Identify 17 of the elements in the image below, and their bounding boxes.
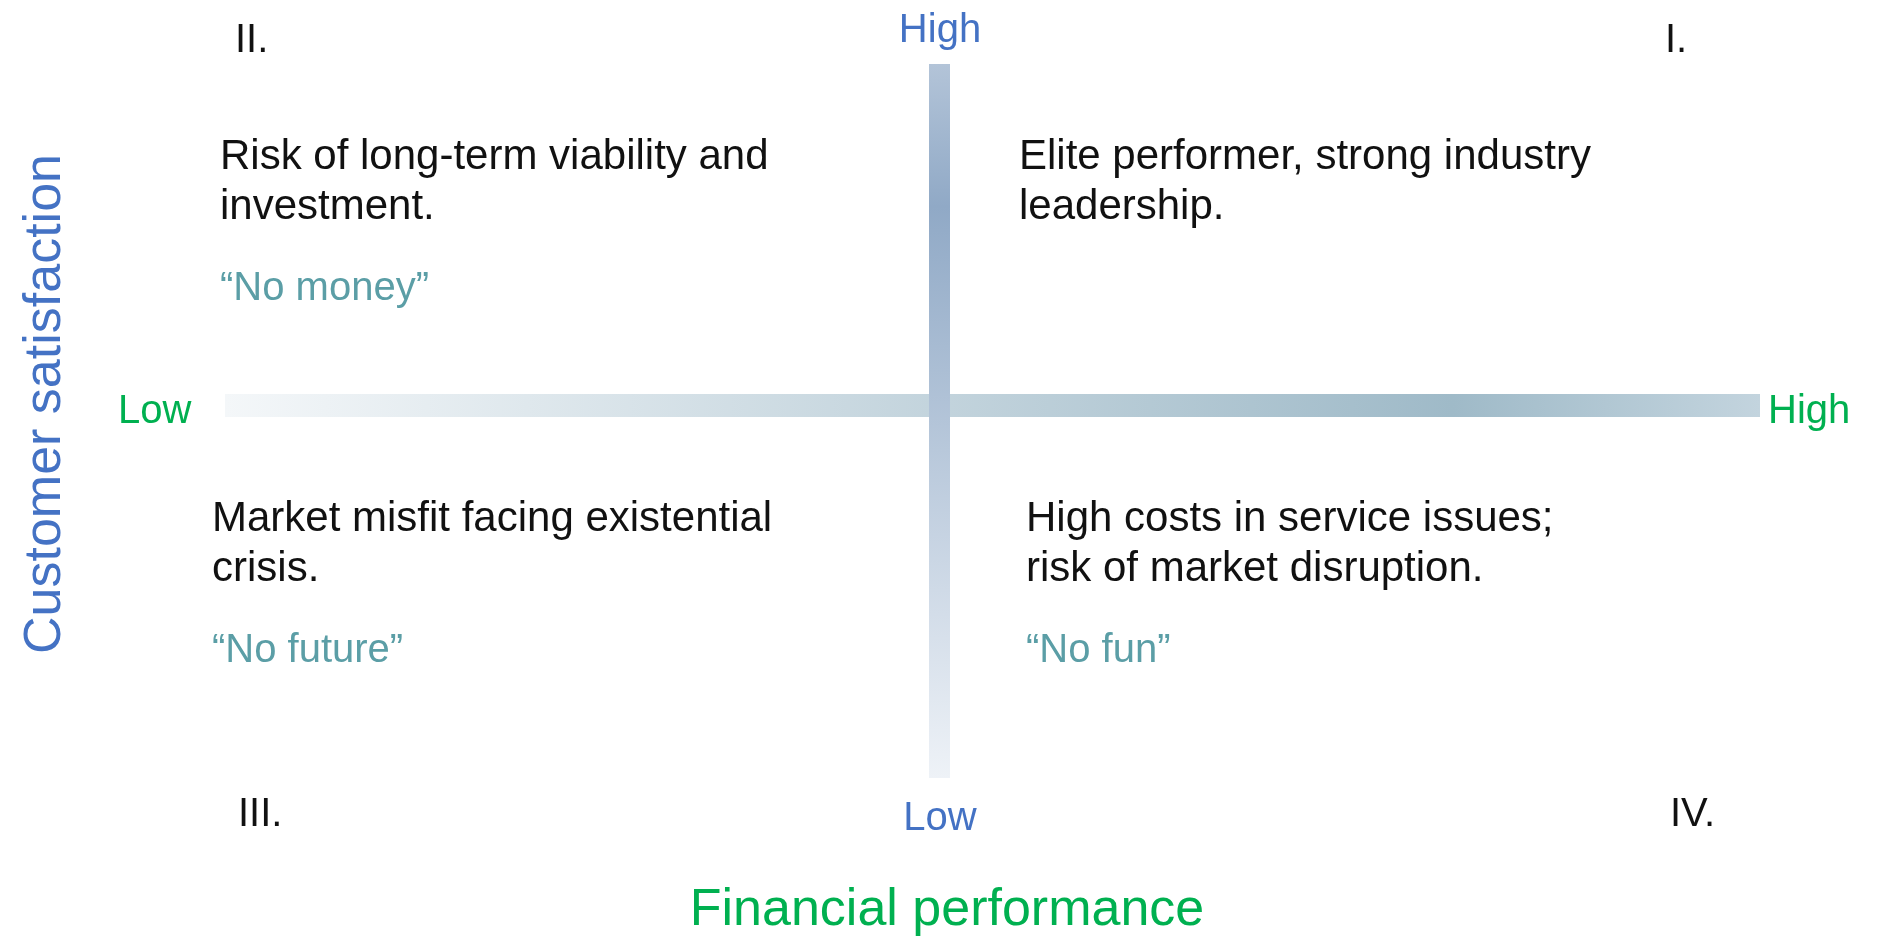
quadrant-description: High costs in service issues; risk of market disruption. xyxy=(1026,492,1555,593)
quadrant-number: II. xyxy=(235,15,269,62)
axis-title: Customer satisfaction xyxy=(11,154,72,654)
quadrant-description: Risk of long-term viability and investment. xyxy=(220,130,770,231)
axis-title: Financial performance xyxy=(689,877,1205,938)
quadrant-number: I. xyxy=(1665,15,1688,62)
axis-end-label: Low xyxy=(903,793,977,840)
quadrant-number: III. xyxy=(238,789,283,836)
axis-end-label: Low xyxy=(118,386,192,433)
axis-end-label: High xyxy=(898,5,982,52)
quadrant-description: Market misfit facing existential crisis. xyxy=(212,492,774,593)
quadrant-quote: “No fun” xyxy=(1026,625,1171,672)
quadrant-description: Elite performer, strong industry leadership. xyxy=(1019,130,1592,231)
quadrant-number: IV. xyxy=(1670,789,1716,836)
axis-end-label: High xyxy=(1768,386,1851,433)
quadrant-quote: “No money” xyxy=(220,263,429,310)
quadrant-quote: “No future” xyxy=(212,625,404,672)
